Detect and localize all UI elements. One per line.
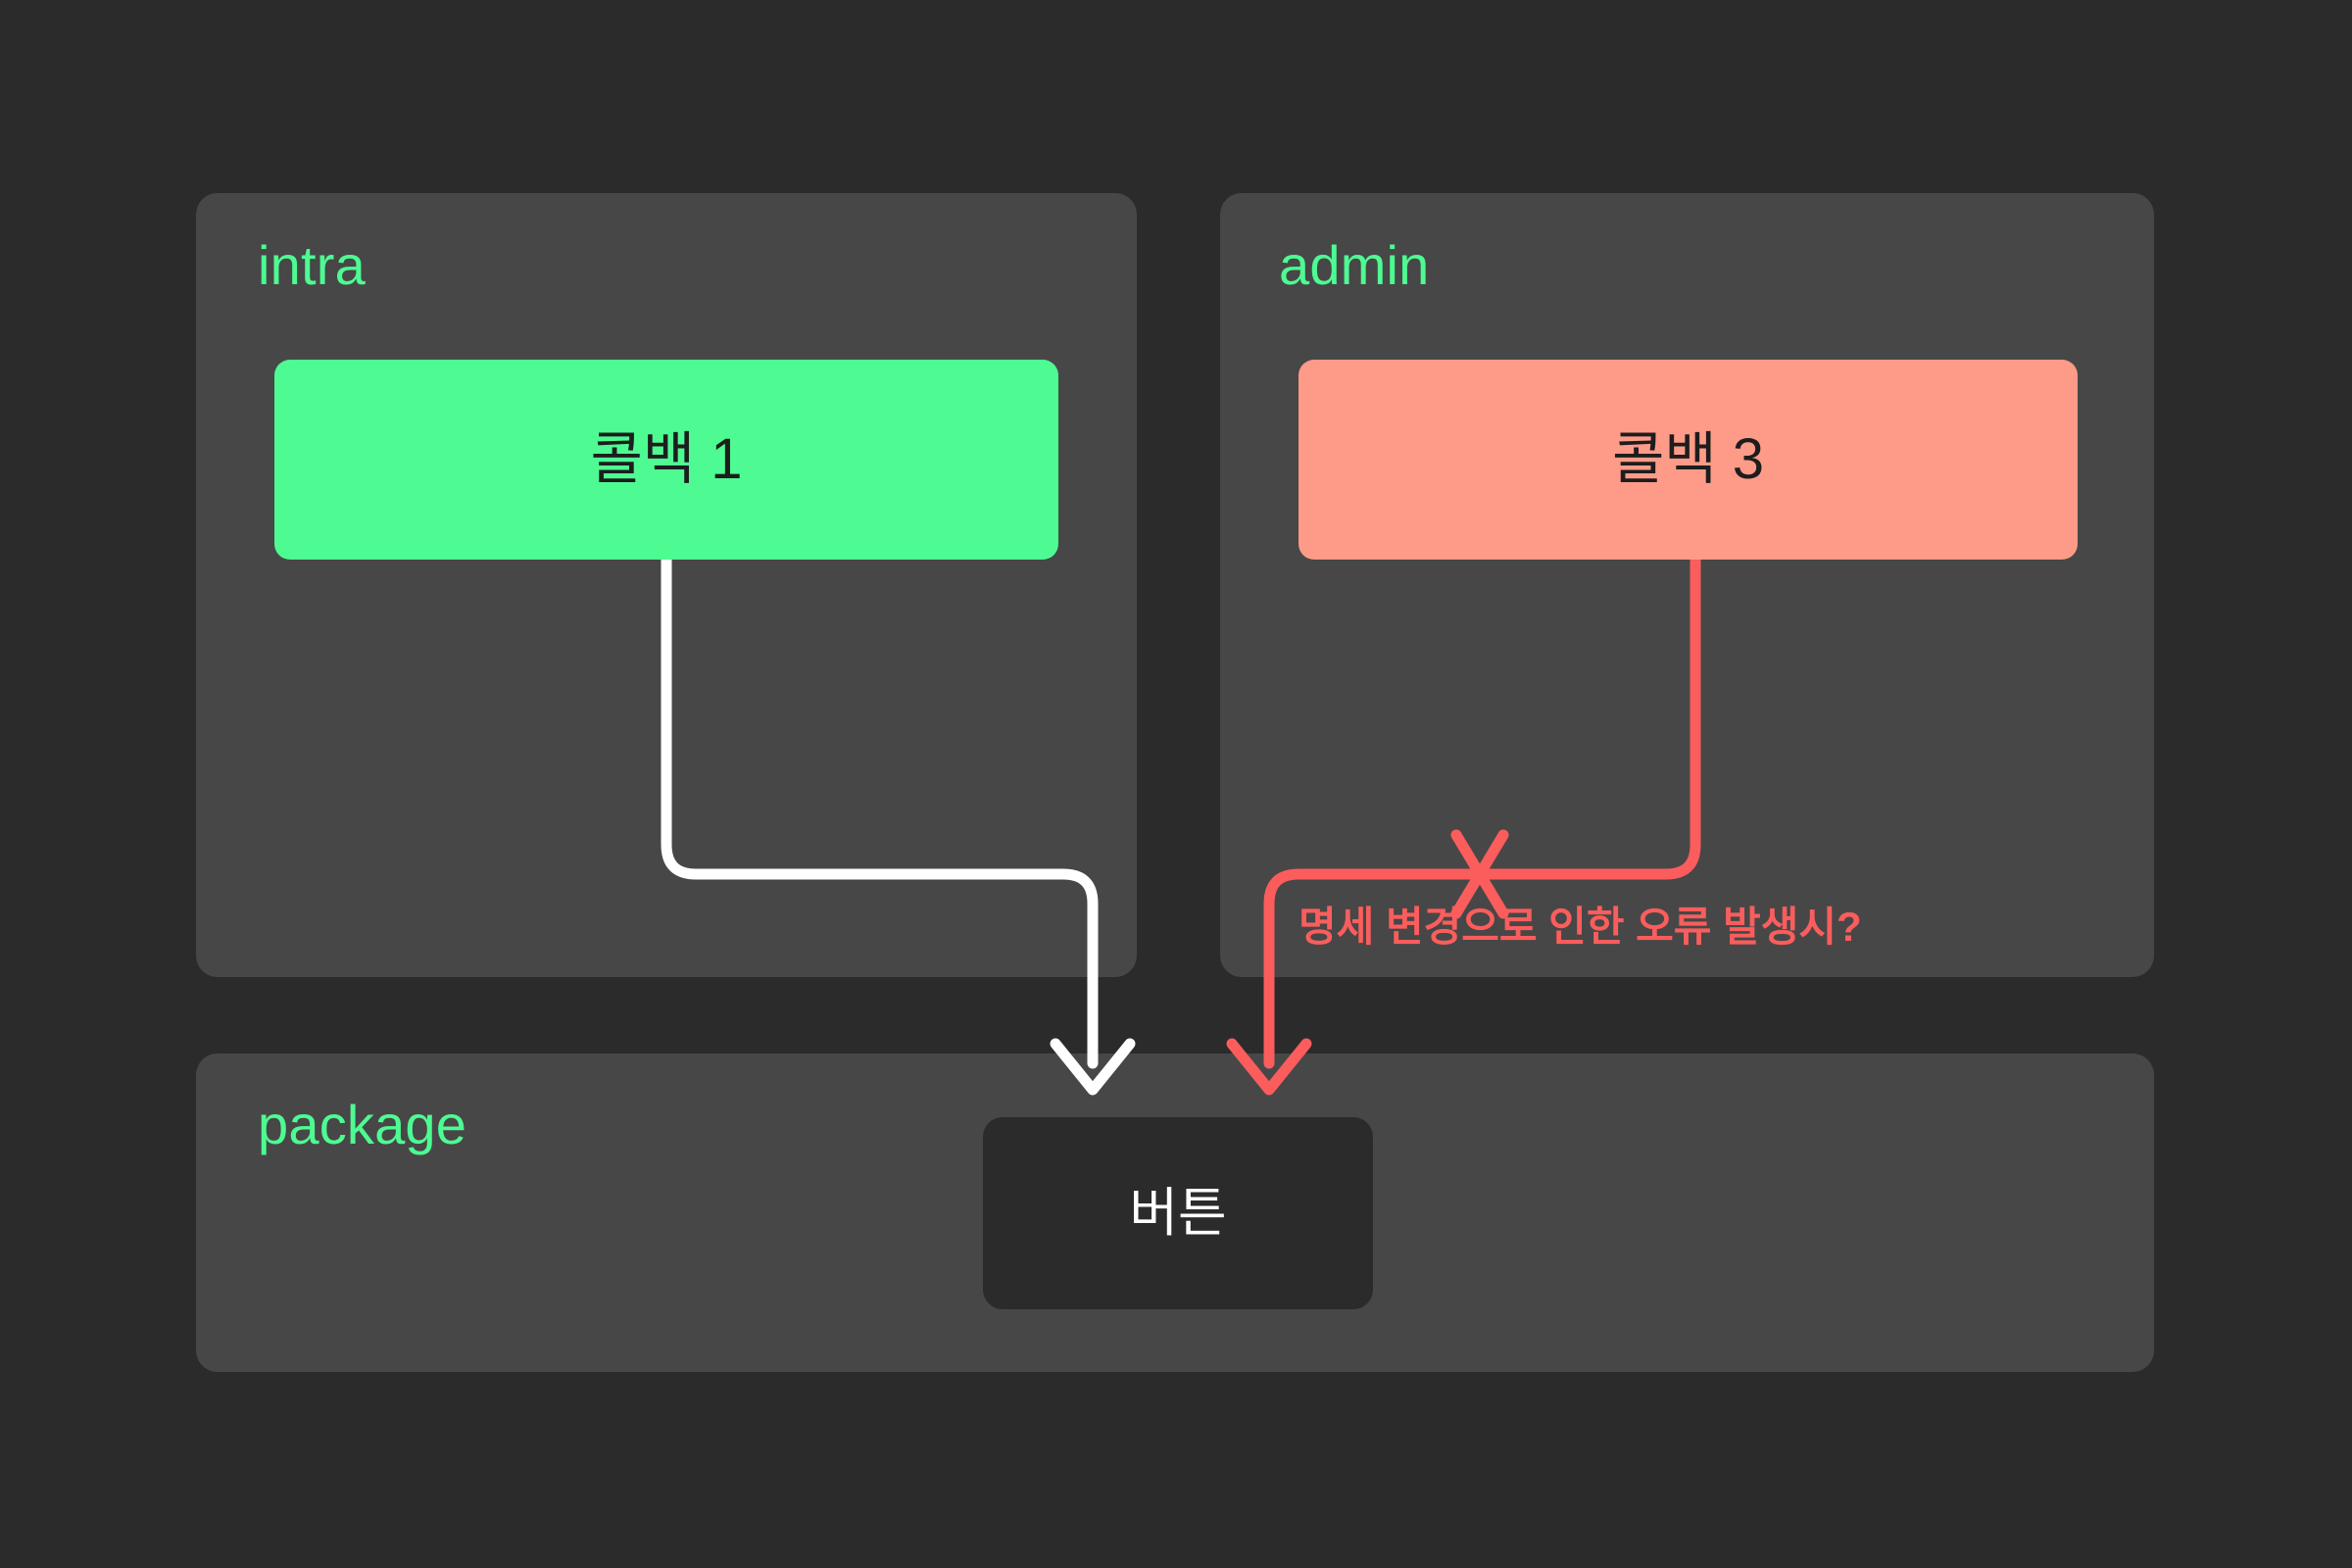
panel-label-package: package: [258, 1094, 467, 1155]
panel-intra: [196, 193, 1137, 977]
node-callback1[interactable]: 콜백 1: [274, 360, 1058, 560]
node-callback1-label: 콜백 1: [590, 427, 743, 491]
node-button[interactable]: 버튼: [983, 1117, 1373, 1309]
annotation-error-note: 명세 변경으로 인한 오류 발생시?: [1298, 904, 1862, 950]
node-callback3[interactable]: 콜백 3: [1298, 360, 2078, 560]
node-button-label: 버튼: [1129, 1184, 1227, 1243]
panel-admin: [1220, 193, 2154, 977]
panel-label-admin: admin: [1279, 234, 1430, 296]
node-callback3-label: 콜백 3: [1611, 427, 1765, 491]
panel-label-intra: intra: [258, 234, 366, 296]
